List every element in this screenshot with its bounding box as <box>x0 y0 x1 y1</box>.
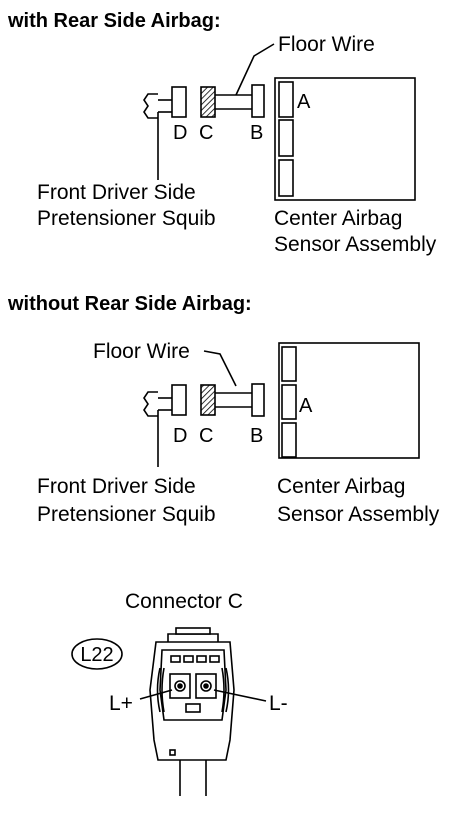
section-without-rear-side-airbag: without Rear Side Airbag: Floor Wire D C… <box>7 293 440 526</box>
squib-label-line1: Front Driver Side <box>37 475 196 498</box>
connector-letter-d: D <box>173 122 187 144</box>
pin-label-minus: L- <box>269 692 288 715</box>
floor-wire-harness <box>215 43 275 118</box>
squib-label-line2: Pretensioner Squib <box>37 503 216 526</box>
section-heading: without Rear Side Airbag: <box>7 293 252 315</box>
squib-label-line1: Front Driver Side <box>37 181 196 204</box>
section-with-rear-side-airbag: with Rear Side Airbag: Floor Wire D C B <box>7 10 437 256</box>
section-heading: with Rear Side Airbag: <box>7 10 221 32</box>
sensor-label-line1: Center Airbag <box>274 207 402 230</box>
sensor-label-line2: Sensor Assembly <box>274 233 437 256</box>
squib-label-line2: Pretensioner Squib <box>37 207 216 230</box>
connector-body <box>139 627 267 796</box>
floor-wire-label: Floor Wire <box>278 33 375 56</box>
squib-connector-d <box>143 384 187 467</box>
center-airbag-sensor-box <box>274 77 416 201</box>
floor-wire-harness <box>215 383 265 417</box>
connector-letter-a: A <box>297 91 311 113</box>
floor-wire-leader <box>203 350 237 387</box>
connector-letter-d: D <box>173 425 187 447</box>
squib-connector-d <box>143 86 187 180</box>
sensor-label-line2: Sensor Assembly <box>277 503 440 526</box>
sensor-label-line1: Center Airbag <box>277 475 405 498</box>
pin-label-plus: L+ <box>109 692 133 715</box>
connector-letter-c: C <box>199 122 213 144</box>
center-airbag-sensor-box <box>278 342 420 459</box>
connector-letter-a: A <box>299 395 313 417</box>
connector-c-hatched <box>200 384 216 416</box>
connector-code-badge: L22 <box>71 638 123 670</box>
floor-wire-label: Floor Wire <box>93 340 190 363</box>
connector-c-hatched <box>200 86 216 118</box>
connector-title: Connector C <box>125 590 243 613</box>
connector-letter-b: B <box>250 425 263 447</box>
connector-letter-c: C <box>199 425 213 447</box>
connector-c-detail: Connector C L22 <box>71 590 288 796</box>
connector-code: L22 <box>80 644 113 666</box>
connector-letter-b: B <box>250 122 263 144</box>
